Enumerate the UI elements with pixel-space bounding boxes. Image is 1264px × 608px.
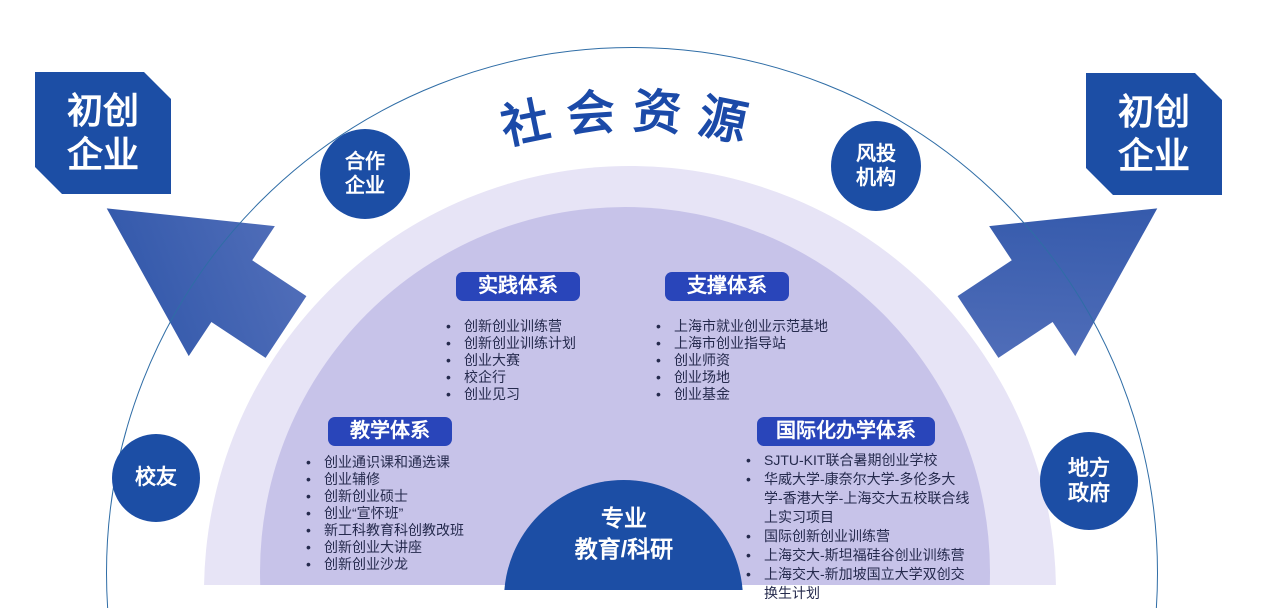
list-item-text: 上海市就业创业示范基地: [674, 318, 828, 334]
list-item: • 创新创业大讲座: [306, 539, 526, 556]
satellite-local-government: 地方 政府: [1040, 432, 1138, 530]
bullet-icon: •: [656, 352, 661, 368]
section-practice-list: • 创新创业训练营 • 创新创业训练计划 • 创业大赛 • 校企行 • 创业见习: [446, 318, 658, 403]
list-item: • 国际创新创业训练营: [746, 527, 981, 546]
bullet-icon: •: [306, 505, 311, 521]
satellite-label: 风投: [856, 143, 896, 165]
main-title: 社会资源: [497, 85, 767, 155]
list-item-text: 创业基金: [674, 386, 730, 402]
badge-right-line1: 初创: [1117, 91, 1190, 132]
bullet-icon: •: [746, 547, 751, 563]
section-teaching-system: 教学体系 • 创业通识课和通选课 • 创业辅修 • 创新创业硕士 • 创业“宣怀班” • 新工科教…: [306, 417, 526, 573]
bullet-icon: •: [306, 488, 311, 504]
list-item-text: SJTU-KIT联合暑期创业学校: [764, 452, 938, 468]
list-item-text: 创业通识课和通选课: [324, 454, 450, 470]
bullet-icon: •: [656, 318, 661, 334]
list-item: • 创业辅修: [306, 471, 526, 488]
list-item-text: 创新创业硕士: [324, 488, 408, 504]
satellite-label: 机构: [856, 167, 896, 189]
badge-startup-left: 初创 企业: [35, 72, 171, 194]
bullet-icon: •: [746, 566, 751, 582]
bullet-icon: •: [446, 318, 451, 334]
bullet-icon: •: [746, 471, 751, 487]
bullet-icon: •: [656, 386, 661, 402]
bullet-icon: •: [306, 454, 311, 470]
list-item-text: 创业大赛: [464, 352, 520, 368]
list-item: • 上海市就业创业示范基地: [656, 318, 900, 335]
list-item-text: 创新创业训练计划: [464, 335, 576, 351]
section-support-list: • 上海市就业创业示范基地 • 上海市创业指导站 • 创业师资 • 创业场地 • 创业基金: [656, 318, 900, 403]
list-item-text: 创新创业大讲座: [324, 539, 422, 555]
section-support-system: 支撑体系 • 上海市就业创业示范基地 • 上海市创业指导站 • 创业师资 • 创业场地 • 创业基…: [656, 272, 900, 403]
list-item-text: 国际创新创业训练营: [764, 528, 890, 544]
list-item-text: 上海市创业指导站: [674, 335, 786, 351]
list-item: • 创新创业沙龙: [306, 556, 526, 573]
list-item: • 校企行: [446, 369, 658, 386]
list-item: • 上海市创业指导站: [656, 335, 900, 352]
list-item-text: 创新创业训练营: [464, 318, 562, 334]
bullet-icon: •: [746, 452, 751, 468]
list-item: • 创业基金: [656, 386, 900, 403]
badge-startup-right: 初创 企业: [1086, 73, 1222, 195]
bullet-icon: •: [306, 471, 311, 487]
section-practice-header: 实践体系: [456, 272, 580, 301]
list-item-text: 新工科教育科创教改班: [324, 522, 464, 538]
section-teaching-list: • 创业通识课和通选课 • 创业辅修 • 创新创业硕士 • 创业“宣怀班” • 新工科教育科创教改…: [306, 454, 526, 573]
list-item-text: 创业见习: [464, 386, 520, 402]
satellite-label: 合作: [345, 151, 385, 173]
bullet-icon: •: [746, 528, 751, 544]
badge-right-line2: 企业: [1117, 135, 1190, 176]
bullet-icon: •: [446, 369, 451, 385]
list-item: • 上海交大-新加坡国立大学双创交换生计划: [746, 565, 981, 603]
bullet-icon: •: [446, 386, 451, 402]
badge-left-line1: 初创: [66, 90, 139, 131]
badge-left-line2: 企业: [66, 134, 139, 175]
list-item-text: 华威大学-康奈尔大学-多伦多大学-香港大学-上海交大五校联合线上实习项目: [764, 471, 970, 525]
list-item-text: 创业场地: [674, 369, 730, 385]
bullet-icon: •: [656, 369, 661, 385]
bullet-icon: •: [306, 522, 311, 538]
list-item-text: 创新创业沙龙: [324, 556, 408, 572]
list-item: • SJTU-KIT联合暑期创业学校: [746, 451, 981, 470]
list-item: • 创业“宣怀班”: [306, 505, 526, 522]
list-item: • 创新创业训练计划: [446, 335, 658, 352]
list-item: • 新工科教育科创教改班: [306, 522, 526, 539]
bullet-icon: •: [306, 539, 311, 555]
list-item: • 创业场地: [656, 369, 900, 386]
list-item-text: 创业“宣怀班”: [324, 505, 404, 521]
bullet-icon: •: [656, 335, 661, 351]
list-item: • 创业大赛: [446, 352, 658, 369]
section-practice-system: 实践体系 • 创新创业训练营 • 创新创业训练计划 • 创业大赛 • 校企行 • 创业见习: [446, 272, 658, 403]
list-item-text: 校企行: [464, 369, 506, 385]
list-item: • 创新创业硕士: [306, 488, 526, 505]
satellite-partner-companies: 合作 企业: [320, 129, 410, 219]
list-item: • 创业通识课和通选课: [306, 454, 526, 471]
list-item: • 创业师资: [656, 352, 900, 369]
satellite-label: 地方: [1068, 457, 1110, 480]
list-item-text: 创业辅修: [324, 471, 380, 487]
bullet-icon: •: [446, 352, 451, 368]
bullet-icon: •: [306, 556, 311, 572]
section-international-system: 国际化办学体系 • SJTU-KIT联合暑期创业学校 • 华威大学-康奈尔大学-多伦多…: [746, 417, 981, 603]
bullet-icon: •: [446, 335, 451, 351]
list-item-text: 创业师资: [674, 352, 730, 368]
list-item-text: 上海交大-新加坡国立大学双创交换生计划: [764, 566, 965, 601]
section-international-list: • SJTU-KIT联合暑期创业学校 • 华威大学-康奈尔大学-多伦多大学-香港大学-…: [746, 451, 981, 603]
section-teaching-header: 教学体系: [328, 417, 452, 446]
list-item: • 华威大学-康奈尔大学-多伦多大学-香港大学-上海交大五校联合线上实习项目: [746, 470, 981, 527]
satellite-label: 政府: [1068, 482, 1110, 505]
satellite-label: 企业: [345, 175, 385, 197]
section-support-header: 支撑体系: [665, 272, 789, 301]
satellite-vc-institutions: 风投 机构: [831, 121, 921, 211]
section-international-header: 国际化办学体系: [757, 417, 935, 446]
satellite-label: 校友: [135, 466, 177, 489]
list-item-text: 上海交大-斯坦福硅谷创业训练营: [764, 547, 965, 563]
list-item: • 上海交大-斯坦福硅谷创业训练营: [746, 546, 981, 565]
list-item: • 创新创业训练营: [446, 318, 658, 335]
satellite-alumni: 校友: [112, 434, 200, 522]
list-item: • 创业见习: [446, 386, 658, 403]
